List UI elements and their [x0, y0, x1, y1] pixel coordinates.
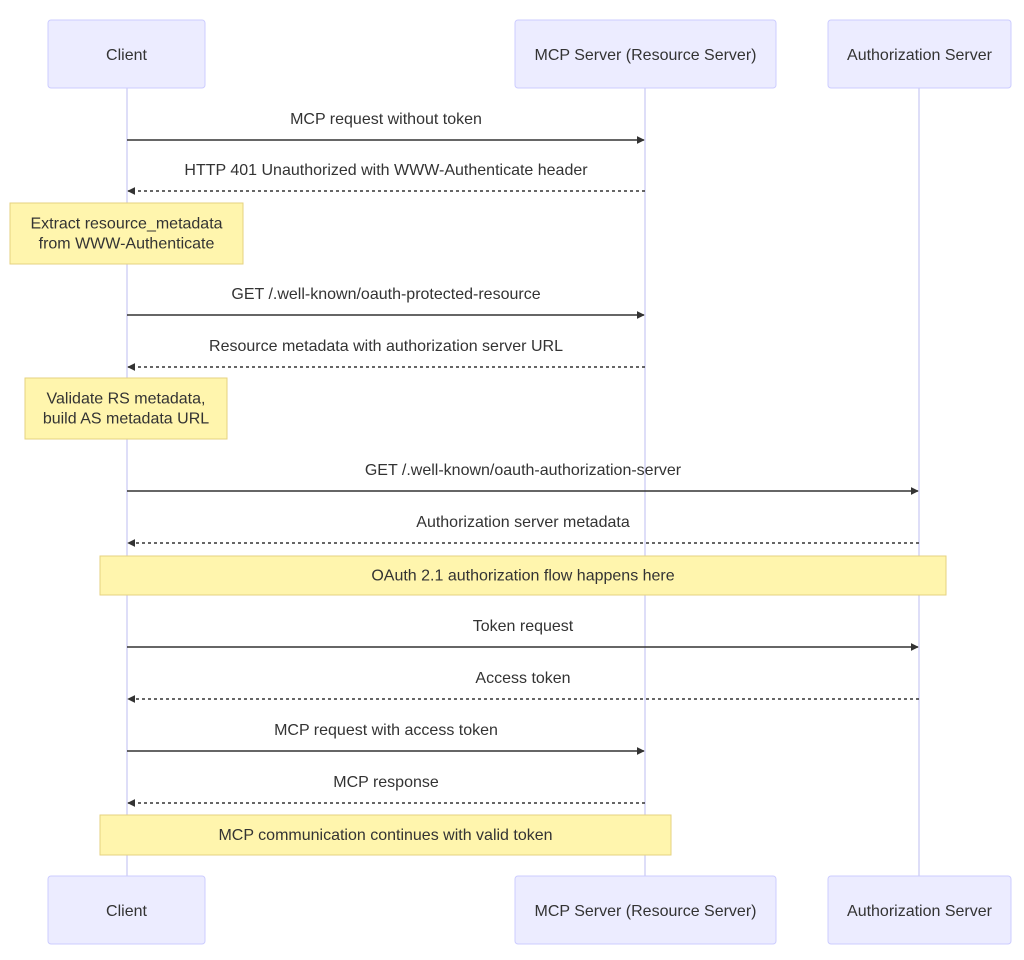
note-box	[99, 814, 672, 856]
message-10: MCP response	[127, 774, 645, 807]
message-5: GET /.well-known/oauth-authorization-ser…	[127, 462, 919, 495]
message-label: Token request	[473, 618, 574, 635]
message-label: MCP response	[333, 774, 439, 791]
message-label: Authorization server metadata	[416, 514, 630, 531]
note-box	[99, 555, 947, 596]
message-label: GET /.well-known/oauth-authorization-ser…	[365, 462, 682, 479]
message-7: Token request	[127, 618, 919, 651]
participant-box	[827, 875, 1012, 945]
note-3: OAuth 2.1 authorization flow happens her…	[99, 555, 947, 596]
participant-as-top: Authorization Server	[827, 19, 1012, 89]
message-8: Access token	[127, 670, 919, 703]
participant-label: Client	[106, 47, 147, 64]
participant-client-top: Client	[47, 19, 206, 89]
message-6: Authorization server metadata	[127, 514, 919, 547]
message-label: MCP request without token	[290, 111, 482, 128]
message-1: MCP request without token	[127, 111, 645, 144]
participant-label: Authorization Server	[847, 47, 993, 64]
participant-rs-top: MCP Server (Resource Server)	[514, 19, 777, 89]
message-2: HTTP 401 Unauthorized with WWW-Authentic…	[127, 162, 645, 195]
participant-label: Client	[106, 903, 147, 920]
message-label: MCP request with access token	[274, 722, 498, 739]
note-text: build AS metadata URL	[43, 411, 209, 428]
lifelines	[126, 88, 920, 876]
message-label: HTTP 401 Unauthorized with WWW-Authentic…	[184, 162, 588, 179]
note-text: Extract resource_metadata	[30, 216, 222, 233]
note-box	[9, 202, 244, 265]
participant-box	[514, 19, 777, 89]
message-label: GET /.well-known/oauth-protected-resourc…	[231, 286, 540, 303]
participant-label: MCP Server (Resource Server)	[535, 903, 757, 920]
message-4: Resource metadata with authorization ser…	[127, 338, 645, 371]
participant-box	[514, 875, 777, 945]
participant-as-bottom: Authorization Server	[827, 875, 1012, 945]
participant-label: Authorization Server	[847, 903, 993, 920]
participant-rs-bottom: MCP Server (Resource Server)	[514, 875, 777, 945]
message-3: GET /.well-known/oauth-protected-resourc…	[127, 286, 645, 319]
note-text: Validate RS metadata,	[47, 391, 206, 408]
note-text: MCP communication continues with valid t…	[218, 827, 552, 844]
note-box	[24, 377, 228, 440]
message-label: Access token	[475, 670, 570, 687]
participant-label: MCP Server (Resource Server)	[535, 47, 757, 64]
participant-box	[827, 19, 1012, 89]
participant-box	[47, 875, 206, 945]
note-2: Validate RS metadata, build AS metadata U…	[24, 377, 228, 440]
participant-box	[47, 19, 206, 89]
note-text: OAuth 2.1 authorization flow happens her…	[371, 568, 674, 585]
participant-client-bottom: Client	[47, 875, 206, 945]
note-text: from WWW-Authenticate	[39, 236, 215, 253]
note-4: MCP communication continues with valid t…	[99, 814, 672, 856]
message-label: Resource metadata with authorization ser…	[209, 338, 563, 355]
message-9: MCP request with access token	[127, 722, 645, 755]
